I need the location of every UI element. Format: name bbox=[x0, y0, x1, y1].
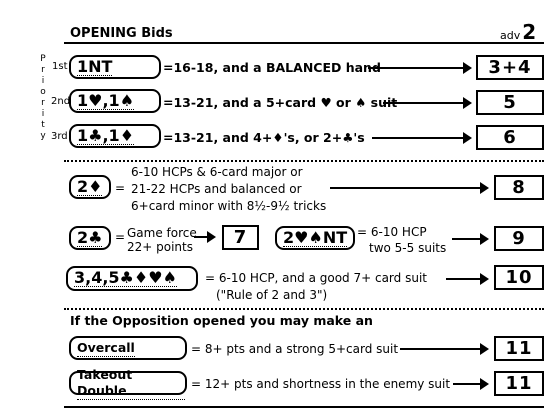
desc-line: = 6-10 HCP bbox=[357, 225, 427, 239]
footer-rule bbox=[64, 406, 544, 408]
value-box: 11 bbox=[494, 336, 544, 361]
priority-letter: i bbox=[41, 76, 45, 86]
page-title: OPENING Bids bbox=[70, 26, 173, 41]
desc-line: = 6-10 HCP, and a good 7+ card suit bbox=[205, 271, 427, 285]
bid-label: Overcall bbox=[77, 339, 135, 357]
bid-label: 2♣ bbox=[77, 227, 103, 247]
desc-line: Game force bbox=[127, 226, 197, 240]
takeout-double-label: Takeout Double bbox=[69, 367, 187, 400]
header-rule bbox=[64, 42, 544, 44]
bid-label: 1♥,1♠ bbox=[77, 90, 135, 110]
desc-line: = 8+ pts and a strong 5+card suit bbox=[191, 342, 399, 356]
arrow bbox=[368, 62, 472, 74]
value-box: 7 bbox=[222, 225, 259, 250]
bid-label: 2♦ bbox=[77, 176, 103, 196]
bid-desc: =16-18, and a BALANCED hand bbox=[163, 60, 381, 75]
opposition-heading: If the Opposition opened you may make an bbox=[70, 313, 373, 328]
badge-text: adv bbox=[500, 29, 521, 42]
bid-2h-2s-nt: 2♥♠NT bbox=[275, 226, 355, 250]
desc-line: 6+card minor with 8½-9½ tricks bbox=[131, 199, 327, 213]
ordinal-3rd: 3rd bbox=[51, 131, 68, 142]
desc-line: 6-10 HCPs & 6-card major or bbox=[131, 165, 303, 179]
value-box: 8 bbox=[494, 175, 544, 200]
bid-desc: =13-21, and a 5+card ♥ or ♠ suit bbox=[163, 95, 398, 110]
bid-label: Takeout Double bbox=[77, 367, 185, 400]
priority-letter: i bbox=[41, 109, 45, 119]
arrow bbox=[446, 273, 489, 285]
value-box: 3+4 bbox=[476, 55, 544, 80]
desc-line: two 5-5 suits bbox=[369, 241, 447, 255]
priority-letter: r bbox=[41, 98, 45, 108]
arrow bbox=[194, 231, 216, 243]
arrow bbox=[330, 182, 489, 194]
arrow bbox=[383, 97, 472, 109]
ordinal-1st: 1st bbox=[52, 61, 68, 72]
section-divider bbox=[64, 160, 544, 162]
value-box: 5 bbox=[476, 90, 544, 115]
badge-number: 2 bbox=[522, 20, 537, 44]
value-box: 6 bbox=[476, 125, 544, 150]
bid-preempt: 3,4,5♣♦♥♠ bbox=[66, 266, 198, 291]
value-box: 9 bbox=[494, 226, 544, 251]
value-box: 10 bbox=[494, 265, 544, 290]
arrow bbox=[400, 343, 489, 355]
desc-line: 21-22 HCPs and balanced or bbox=[131, 182, 302, 196]
arrow bbox=[372, 132, 472, 144]
priority-letter: P bbox=[40, 54, 46, 64]
bid-desc: =13-21, and 4+♦'s, or 2+♣'s bbox=[163, 130, 365, 145]
arrow bbox=[452, 233, 489, 245]
eq-sign: = bbox=[115, 181, 126, 195]
bid-1h-1s: 1♥,1♠ bbox=[69, 89, 161, 113]
bid-2d: 2♦ bbox=[69, 175, 111, 199]
bid-label: 3,4,5♣♦♥♠ bbox=[74, 268, 177, 287]
overcall-label: Overcall bbox=[69, 336, 187, 360]
desc-line: 22+ points bbox=[127, 240, 193, 254]
bid-1nt: 1NT bbox=[69, 55, 161, 79]
priority-letter: t bbox=[41, 120, 45, 130]
value-box: 11 bbox=[494, 371, 544, 396]
eq-sign: = bbox=[115, 230, 126, 244]
priority-label: P r i o r i t y bbox=[38, 54, 48, 142]
desc-line: = 12+ pts and shortness in the enemy sui… bbox=[191, 377, 451, 391]
desc-line: ("Rule of 2 and 3") bbox=[216, 288, 328, 302]
priority-letter: r bbox=[41, 65, 45, 75]
bid-label: 1NT bbox=[77, 56, 113, 76]
bid-label: 2♥♠NT bbox=[283, 227, 348, 247]
bid-1c-1d: 1♣,1♦ bbox=[69, 124, 161, 148]
priority-letter: o bbox=[40, 87, 46, 97]
bid-2c: 2♣ bbox=[69, 226, 111, 250]
priority-letter: y bbox=[40, 131, 46, 141]
section-divider bbox=[64, 308, 544, 310]
bid-label: 1♣,1♦ bbox=[77, 125, 135, 145]
arrow bbox=[453, 378, 489, 390]
ordinal-2nd: 2nd bbox=[51, 96, 71, 107]
